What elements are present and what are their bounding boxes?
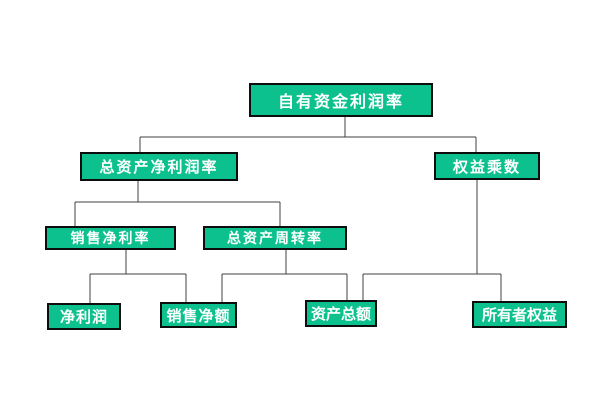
node-net-sales: 销售净额 — [160, 302, 237, 328]
node-return-on-equity: 自有资金利润率 — [249, 83, 433, 117]
node-total-asset-turnover: 总资产周转率 — [203, 226, 347, 250]
node-total-assets: 资产总额 — [305, 300, 377, 327]
node-net-profit: 净利润 — [47, 303, 121, 330]
node-owners-equity: 所有者权益 — [472, 301, 567, 328]
node-equity-multiplier: 权益乘数 — [434, 152, 540, 180]
node-total-asset-net-profit-rate: 总资产净利润率 — [80, 152, 238, 181]
node-net-profit-margin-on-sales: 销售净利率 — [45, 226, 176, 250]
